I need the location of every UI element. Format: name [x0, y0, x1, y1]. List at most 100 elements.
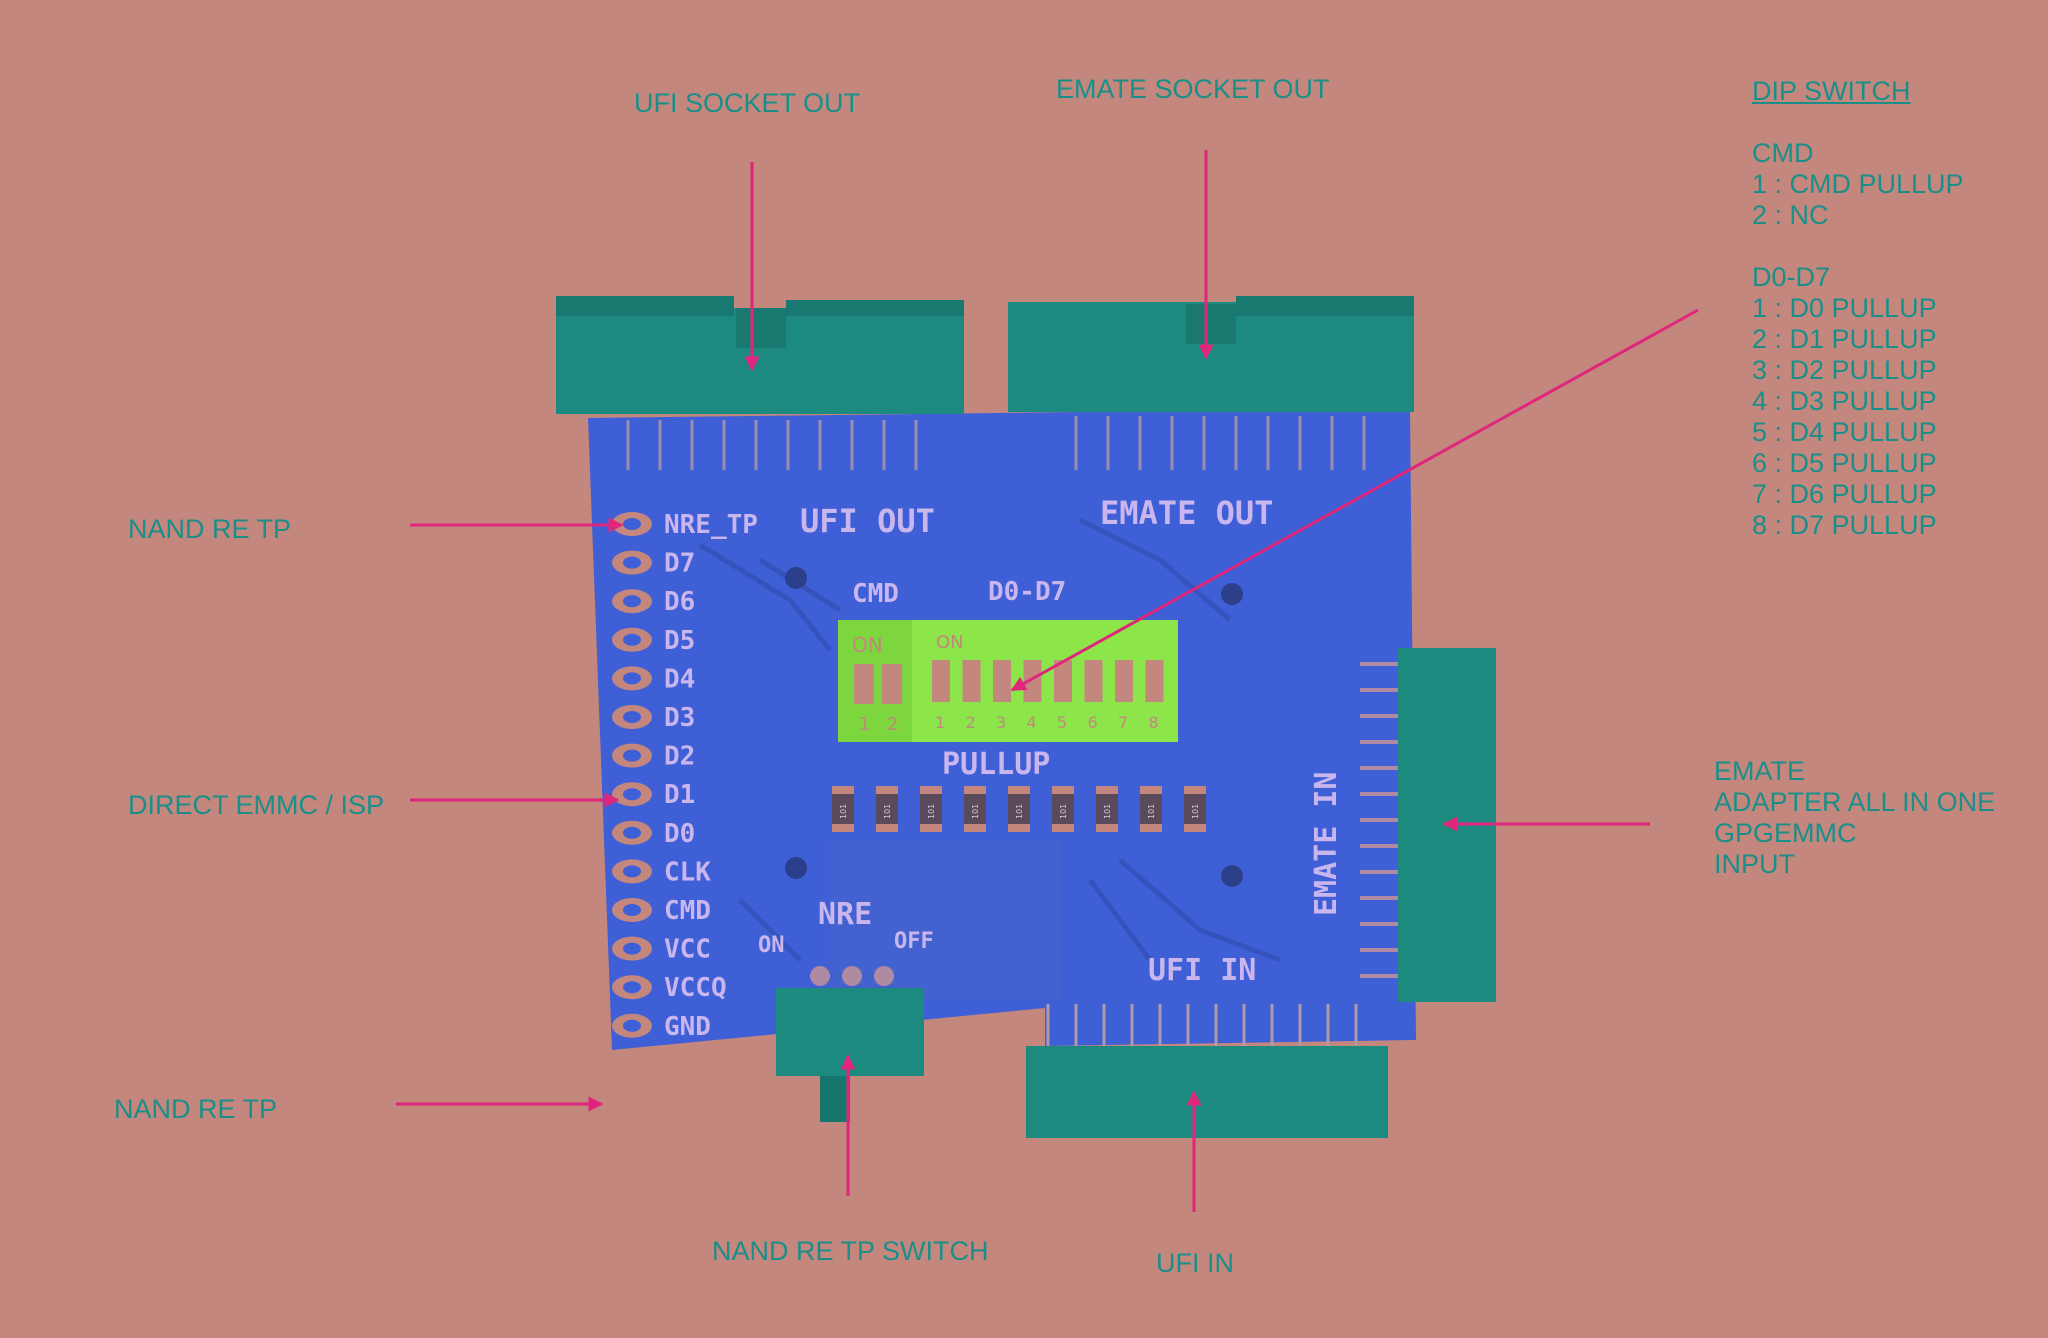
dip-data-switch: [932, 660, 950, 702]
pin-hole: [623, 711, 641, 723]
nre-slide-switch: [776, 966, 924, 1122]
pin-label: NRE_TP: [664, 510, 758, 540]
pin-label: D4: [664, 664, 695, 694]
emate-adapter-line-4: INPUT: [1714, 849, 1795, 879]
silk-nre: NRE: [818, 897, 872, 932]
arrow-dip-switch: [1010, 308, 1699, 692]
pin-label: D6: [664, 587, 695, 617]
dip-cmd-number: 1: [859, 714, 870, 735]
resistor-pad: [1008, 786, 1030, 794]
dip-data-switch: [1145, 660, 1164, 702]
resistor-pad: [1140, 824, 1162, 832]
label-emate-adapter: EMATE ADAPTER ALL IN ONE GPGEMMC INPUT: [1714, 756, 1995, 880]
dip-data-heading: D0-D7: [1752, 262, 1831, 292]
dip-data-number: 6: [1088, 713, 1098, 732]
resistor-mark: 101: [1059, 804, 1068, 819]
dip-data-item: 5 : D4 PULLUP: [1752, 417, 1937, 447]
resistor-mark: 101: [1015, 804, 1024, 819]
ufi-in-connector: [1026, 1004, 1388, 1138]
label-nand-re-tp-top: NAND RE TP: [128, 514, 292, 544]
label-nand-re-tp-bottom: NAND RE TP: [114, 1094, 278, 1124]
dip-data-switch: [1115, 660, 1133, 702]
pin-hole: [623, 904, 641, 916]
resistor: [1184, 792, 1206, 826]
dip-data-on-text: ON: [936, 632, 964, 653]
resistor-pad: [1096, 824, 1118, 832]
label-ufi-in: UFI IN: [1156, 1248, 1234, 1278]
resistor: [876, 792, 898, 826]
dip-data-number: 4: [1027, 713, 1037, 732]
resistor: [1096, 792, 1118, 826]
silk-ufi-out: UFI OUT: [800, 502, 935, 540]
resistor-pad: [964, 824, 986, 832]
silk-switch-off: OFF: [894, 929, 934, 954]
dip-cmd-heading: CMD: [1752, 138, 1814, 168]
resistor-pad: [1096, 786, 1118, 794]
silk-ufi-in: UFI IN: [1148, 953, 1256, 988]
resistor: [832, 792, 854, 826]
label-emate-socket-out: EMATE SOCKET OUT: [1056, 74, 1330, 104]
resistor-mark: 101: [883, 804, 892, 819]
pin-label: D0: [664, 819, 695, 849]
pin-label: D7: [664, 549, 695, 579]
pin-hole: [623, 595, 641, 608]
pin-hole: [623, 788, 641, 801]
resistor-pad: [1052, 786, 1074, 794]
emate-adapter-line-1: EMATE: [1714, 756, 1806, 786]
dip-data-item: 3 : D2 PULLUP: [1752, 355, 1937, 385]
silk-pullup: PULLUP: [942, 747, 1050, 782]
dip-data-item: 1 : D0 PULLUP: [1752, 293, 1937, 323]
silk-cmd: CMD: [852, 579, 899, 609]
emate-adapter-line-2: ADAPTER ALL IN ONE: [1714, 787, 1996, 817]
resistor-pad: [1140, 786, 1162, 794]
dip-data-item: 8 : D7 PULLUP: [1752, 510, 1937, 540]
pin-label: D3: [664, 703, 695, 733]
pin-hole: [623, 942, 641, 955]
resistor-pad: [920, 786, 942, 794]
resistor-mark: 101: [971, 804, 980, 819]
resistor-pad: [920, 824, 942, 832]
label-nand-re-tp-switch: NAND RE TP SWITCH: [712, 1236, 989, 1266]
resistor: [920, 792, 942, 826]
pin-hole: [623, 672, 641, 685]
resistor-pad: [832, 824, 854, 832]
dip-switch-title: DIP SWITCH: [1752, 76, 1911, 106]
pin-hole: [623, 749, 641, 762]
pin-label: D5: [664, 626, 695, 656]
resistor-pad: [1184, 786, 1206, 794]
resistor: [1140, 792, 1162, 826]
dip-data-number: 8: [1149, 713, 1159, 732]
dip-data-item: 7 : D6 PULLUP: [1752, 479, 1937, 509]
pin-label: VCC: [664, 935, 711, 965]
label-ufi-socket-out: UFI SOCKET OUT: [634, 88, 861, 118]
resistor-pad: [876, 824, 898, 832]
dip-data-number: 2: [966, 713, 976, 732]
dip-data-switch: [1054, 660, 1072, 702]
pin-hole: [623, 826, 641, 839]
resistor: [1052, 792, 1074, 826]
pin-label: VCCQ: [664, 973, 727, 1003]
pin-label: CLK: [664, 857, 711, 887]
dip-cmd-number: 2: [887, 714, 898, 735]
dip-data-switch: [1023, 660, 1042, 702]
dip-data-switch: [993, 660, 1011, 702]
dip-cmd-switch: [854, 664, 874, 704]
pin-label: GND: [664, 1012, 711, 1042]
pin-label: CMD: [664, 896, 711, 926]
dip-data-item: 4 : D3 PULLUP: [1752, 386, 1937, 416]
dip-switch-legend: DIP SWITCH CMD 1 : CMD PULLUP 2 : NC D0-…: [1752, 76, 1964, 541]
pin-pads: [612, 512, 652, 1038]
resistor-mark: 101: [1191, 804, 1200, 819]
resistor-mark: 101: [927, 804, 936, 819]
pin-hole: [623, 981, 641, 994]
dip-data-number: 5: [1057, 713, 1067, 732]
ufi-socket-out-connector: [556, 296, 964, 470]
dip-cmd-item: 1 : CMD PULLUP: [1752, 169, 1964, 199]
dip-cmd-switch: [882, 664, 902, 704]
dip-data-switch: [962, 660, 981, 702]
silk-switch-on: ON: [758, 933, 785, 958]
